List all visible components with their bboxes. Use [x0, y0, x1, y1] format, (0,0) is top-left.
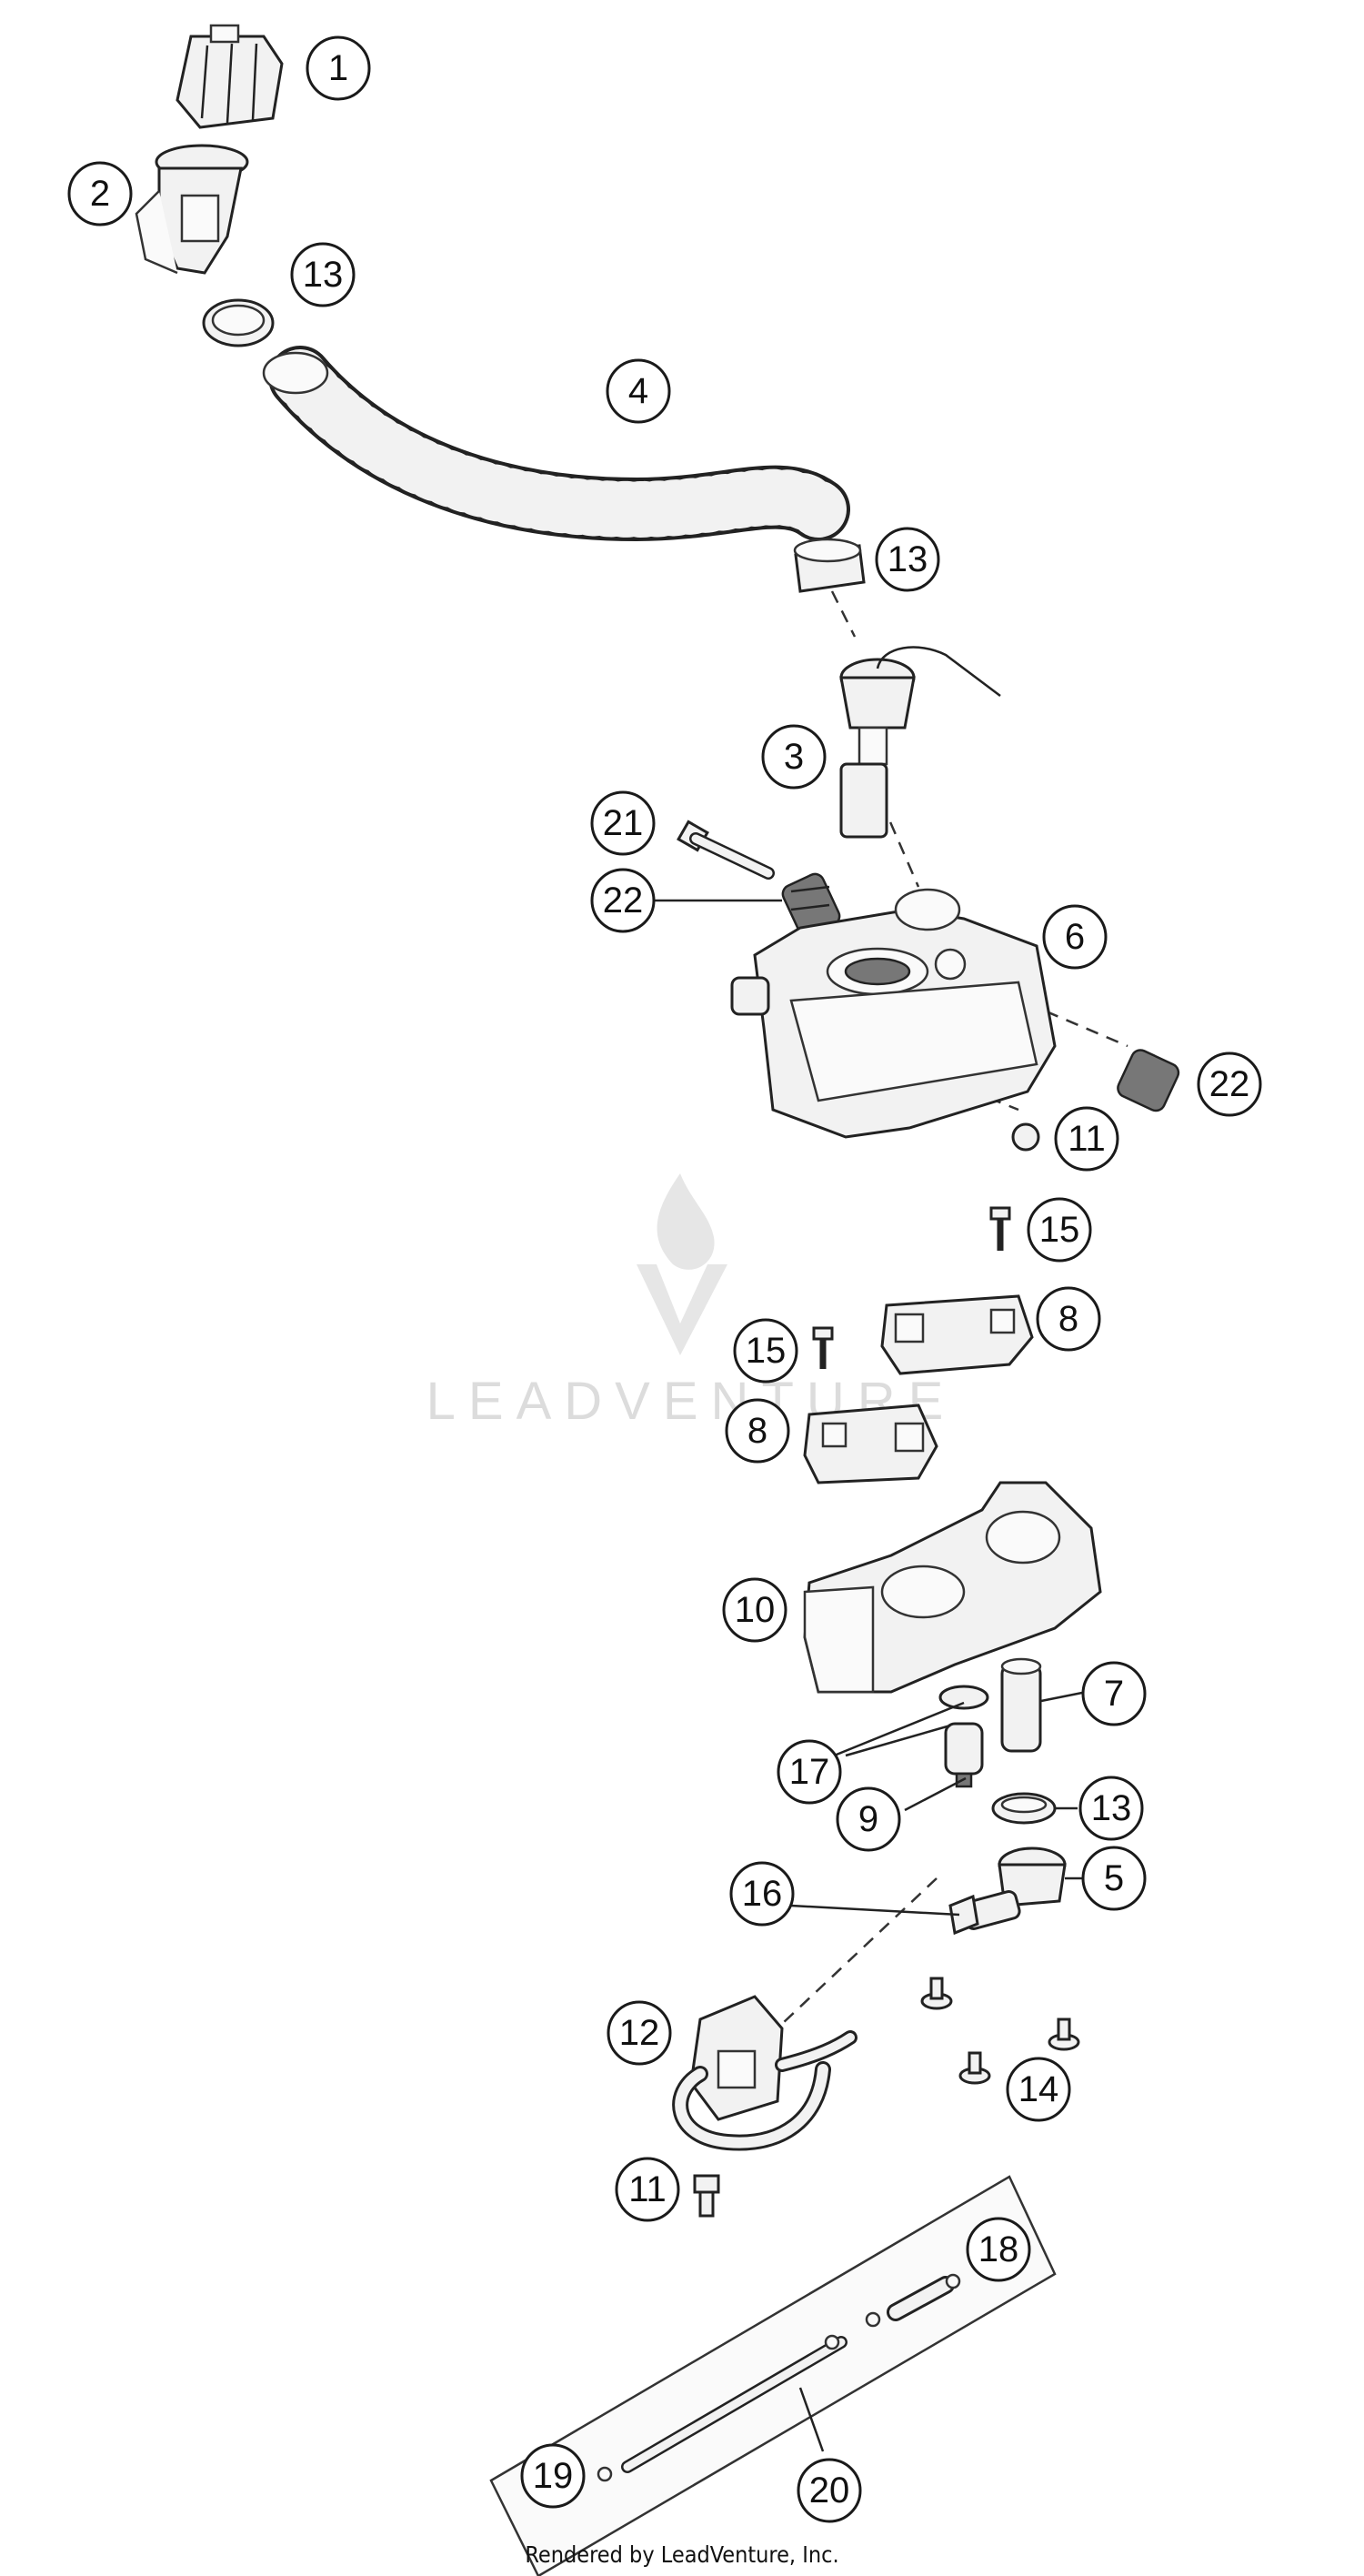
callout-8: 8 [725, 1398, 790, 1464]
watermark-v-icon [637, 1264, 727, 1355]
callout-13: 13 [290, 242, 356, 307]
svg-text:5: 5 [1104, 1858, 1124, 1898]
callout-13: 13 [1078, 1776, 1144, 1841]
callout-6: 6 [1042, 904, 1108, 970]
callouts: 1 2 13 4 13 3 21 22 6 22 11 15 8 15 8 10… [67, 35, 1262, 2523]
part-11-nut-upper [1011, 1122, 1040, 1152]
callout-3: 3 [761, 724, 827, 790]
part-22-grommet-right [1117, 1049, 1180, 1112]
callout-15: 15 [733, 1318, 798, 1384]
callout-16: 16 [729, 1861, 795, 1927]
callout-9: 9 [836, 1786, 901, 1852]
part-21-bolt [677, 820, 775, 880]
svg-text:18: 18 [978, 2229, 1019, 2269]
callout-11: 11 [615, 2157, 680, 2222]
svg-text:19: 19 [533, 2456, 574, 2496]
callout-15: 15 [1027, 1197, 1092, 1263]
callout-22: 22 [590, 868, 656, 933]
part-6-tank [730, 888, 1057, 1139]
callout-1: 1 [306, 35, 371, 101]
svg-text:10: 10 [735, 1590, 776, 1630]
svg-text:14: 14 [1018, 2069, 1059, 2109]
svg-text:11: 11 [628, 2169, 667, 2209]
part-12-pump [672, 1995, 858, 2151]
callout-20: 20 [797, 2458, 862, 2523]
callout-14: 14 [1006, 2057, 1071, 2122]
part-9-valve [944, 1722, 984, 1788]
callout-5: 5 [1081, 1846, 1147, 1911]
part-15-screw-upper [989, 1206, 1011, 1251]
callout-11: 11 [1054, 1106, 1119, 1172]
callout-7: 7 [1081, 1661, 1147, 1726]
svg-text:2: 2 [90, 174, 110, 214]
svg-text:1: 1 [328, 48, 348, 88]
svg-text:15: 15 [1039, 1210, 1080, 1250]
svg-text:17: 17 [789, 1752, 830, 1792]
part-13-clamp-middle [793, 538, 866, 593]
part-13-clamp-top [202, 298, 275, 347]
part-17-ring [938, 1685, 989, 1710]
callout-4: 4 [606, 358, 671, 424]
part-11-bolt-lower [693, 2174, 720, 2218]
part-8-sensor-upper [880, 1294, 1034, 1375]
svg-text:13: 13 [888, 539, 928, 579]
svg-text:8: 8 [1058, 1299, 1078, 1339]
callout-2: 2 [67, 161, 133, 226]
callout-13: 13 [875, 527, 940, 592]
svg-text:4: 4 [628, 371, 648, 411]
svg-text:13: 13 [303, 255, 344, 295]
part-1-cap [176, 24, 284, 129]
callout-22: 22 [1197, 1052, 1262, 1117]
part-3-level-sensor [839, 646, 1001, 839]
callout-21: 21 [590, 790, 656, 856]
part-2-filler-neck [135, 144, 249, 275]
part-20-hose-kit [489, 2175, 1057, 2576]
callout-18: 18 [966, 2217, 1031, 2282]
svg-text:22: 22 [1209, 1064, 1250, 1104]
svg-text:13: 13 [1091, 1788, 1132, 1828]
part-10-bracket [803, 1481, 1102, 1694]
svg-text:9: 9 [858, 1799, 878, 1839]
svg-text:12: 12 [619, 2013, 660, 2053]
svg-text:22: 22 [603, 880, 644, 921]
svg-text:20: 20 [809, 2470, 850, 2511]
part-14-screws [920, 1977, 1080, 2085]
callout-12: 12 [607, 2000, 672, 2066]
part-8-sensor-lower [803, 1404, 938, 1484]
callout-8: 8 [1036, 1286, 1101, 1352]
svg-text:15: 15 [746, 1331, 787, 1371]
part-13-clamp-lower [991, 1792, 1057, 1825]
part-16-small-clamp [948, 1894, 979, 1936]
svg-text:11: 11 [1068, 1119, 1106, 1159]
footer-credit: Rendered by LeadVenture, Inc. [525, 2541, 839, 2568]
part-4-corrugated-hose [262, 346, 850, 542]
svg-text:21: 21 [603, 803, 644, 843]
svg-text:7: 7 [1104, 1674, 1124, 1714]
part-15-screw-lower [812, 1326, 834, 1369]
watermark-flame-icon [657, 1173, 715, 1270]
svg-text:3: 3 [784, 737, 804, 777]
leader-lines [653, 899, 1088, 2452]
watermark: LEADVENTURE [426, 1173, 943, 1431]
callout-17: 17 [777, 1739, 842, 1805]
svg-text:16: 16 [742, 1874, 783, 1914]
callout-10: 10 [722, 1577, 787, 1643]
callout-19: 19 [520, 2443, 586, 2509]
svg-text:8: 8 [747, 1411, 767, 1451]
part-7-filter-cylinder [1000, 1657, 1042, 1753]
svg-text:6: 6 [1065, 917, 1085, 957]
